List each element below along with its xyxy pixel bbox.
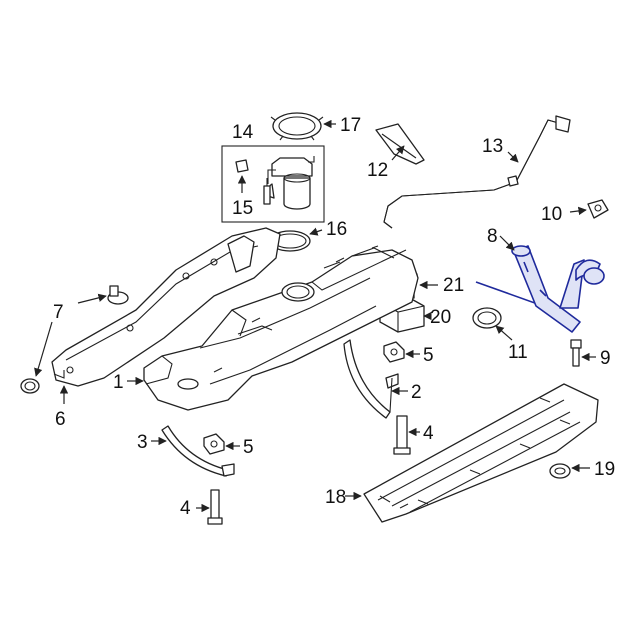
callout-14: 14 xyxy=(232,122,254,143)
push-pin-7-upper-part xyxy=(107,285,129,305)
callout-9: 9 xyxy=(600,348,611,369)
callout-5-lower: 5 xyxy=(243,437,254,458)
callout-4-lower: 4 xyxy=(180,498,191,519)
vapor-tube-part xyxy=(383,115,571,229)
callout-2: 2 xyxy=(411,382,422,403)
callout-11: 11 xyxy=(508,342,528,363)
callout-16: 16 xyxy=(326,219,347,240)
push-pin-7-lower-part xyxy=(20,378,40,394)
nut-5-upper-part xyxy=(383,341,405,363)
callout-18: 18 xyxy=(325,487,346,508)
callout-8: 8 xyxy=(487,226,498,247)
filler-cap-part xyxy=(472,307,502,329)
strap-2-part xyxy=(343,339,399,419)
callout-12: 12 xyxy=(367,160,388,181)
bolt-9-part xyxy=(570,339,582,367)
fuel-pump-part xyxy=(266,156,315,210)
callout-10: 10 xyxy=(541,204,562,225)
fuel-tank-part xyxy=(143,245,419,411)
callout-10-leader xyxy=(569,206,587,216)
skid-plate-part xyxy=(363,383,599,523)
callout-4-right: 4 xyxy=(423,423,434,444)
callout-17: 17 xyxy=(340,115,361,136)
fuel-sender-part xyxy=(235,159,271,205)
nut-19-part xyxy=(549,463,571,479)
bolt-4-right-part xyxy=(393,415,411,455)
callout-16-leader xyxy=(309,227,323,236)
callout-19: 19 xyxy=(594,459,615,480)
callout-13: 13 xyxy=(482,136,503,157)
filler-pipe-part xyxy=(475,245,605,333)
callout-7-leader-lower xyxy=(34,321,53,377)
callout-3: 3 xyxy=(137,432,148,453)
fuel-pump-kit-box xyxy=(221,145,325,223)
callout-13-leader xyxy=(507,151,519,163)
callout-5-upper: 5 xyxy=(423,345,434,366)
strap-3-part xyxy=(161,425,235,477)
callout-6: 6 xyxy=(55,409,66,430)
callout-1: 1 xyxy=(113,372,124,393)
callout-12-leader xyxy=(391,145,405,161)
callout-20: 20 xyxy=(430,307,451,328)
lock-ring-part xyxy=(270,112,324,141)
bolt-4-lower-part xyxy=(207,489,223,525)
callout-11-leader xyxy=(495,325,513,341)
callout-21: 21 xyxy=(443,275,464,296)
callout-15: 15 xyxy=(232,198,253,219)
tank-bracket-6-part xyxy=(51,227,281,387)
callout-7-leader-upper xyxy=(77,293,107,304)
heat-shield-part xyxy=(375,123,425,165)
callout-8-leader xyxy=(499,235,515,251)
callout-7: 7 xyxy=(53,302,64,323)
nut-5-lower-part xyxy=(203,433,225,455)
clip-nut-part xyxy=(587,199,609,219)
